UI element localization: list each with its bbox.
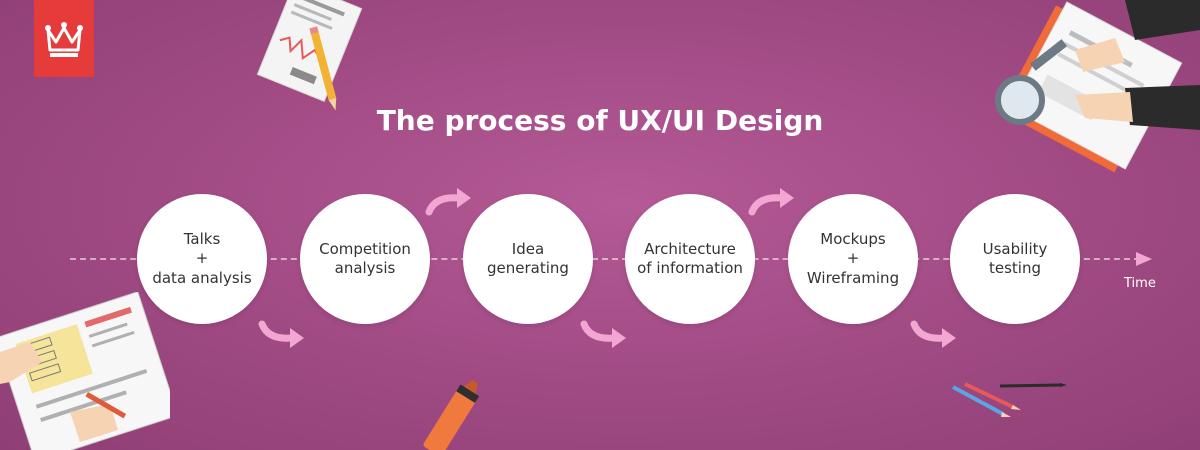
- crown-logo-icon: [34, 0, 94, 77]
- step-mockups-wireframing: Mockups + Wireframing: [788, 194, 918, 324]
- wireframe-sketch-icon: [0, 292, 170, 450]
- step-label: Usability testing: [982, 239, 1048, 278]
- step-label: Competition analysis: [319, 239, 411, 278]
- magnifier-hands-icon: [995, 0, 1200, 173]
- step-competition-analysis: Competition analysis: [300, 194, 430, 324]
- marker-icon: [423, 380, 480, 450]
- time-label: Time: [1124, 276, 1156, 291]
- pencils-icon: [952, 382, 1067, 417]
- flow-arrow-icon: [258, 320, 304, 348]
- flow-arrow-icon: [580, 320, 626, 348]
- step-label: Mockups + Wireframing: [806, 229, 900, 287]
- step-talks-data-analysis: Talks + data analysis: [137, 194, 267, 324]
- step-architecture-of-information: Architecture of information: [625, 194, 755, 324]
- step-label: Talks + data analysis: [152, 229, 252, 287]
- flow-arrow-icon: [425, 188, 471, 216]
- document-pencil-icon: [256, 0, 363, 111]
- step-usability-testing: Usability testing: [950, 194, 1080, 324]
- step-label: Idea generating: [487, 239, 569, 278]
- timeline-arrow-icon: [1136, 252, 1152, 266]
- flow-arrow-icon: [748, 188, 794, 216]
- step-idea-generating: Idea generating: [463, 194, 593, 324]
- flow-arrow-icon: [910, 320, 956, 348]
- step-label: Architecture of information: [637, 239, 743, 278]
- timeline-dashed-line: [70, 258, 1140, 260]
- diagram-title: The process of UX/UI Design: [376, 104, 824, 137]
